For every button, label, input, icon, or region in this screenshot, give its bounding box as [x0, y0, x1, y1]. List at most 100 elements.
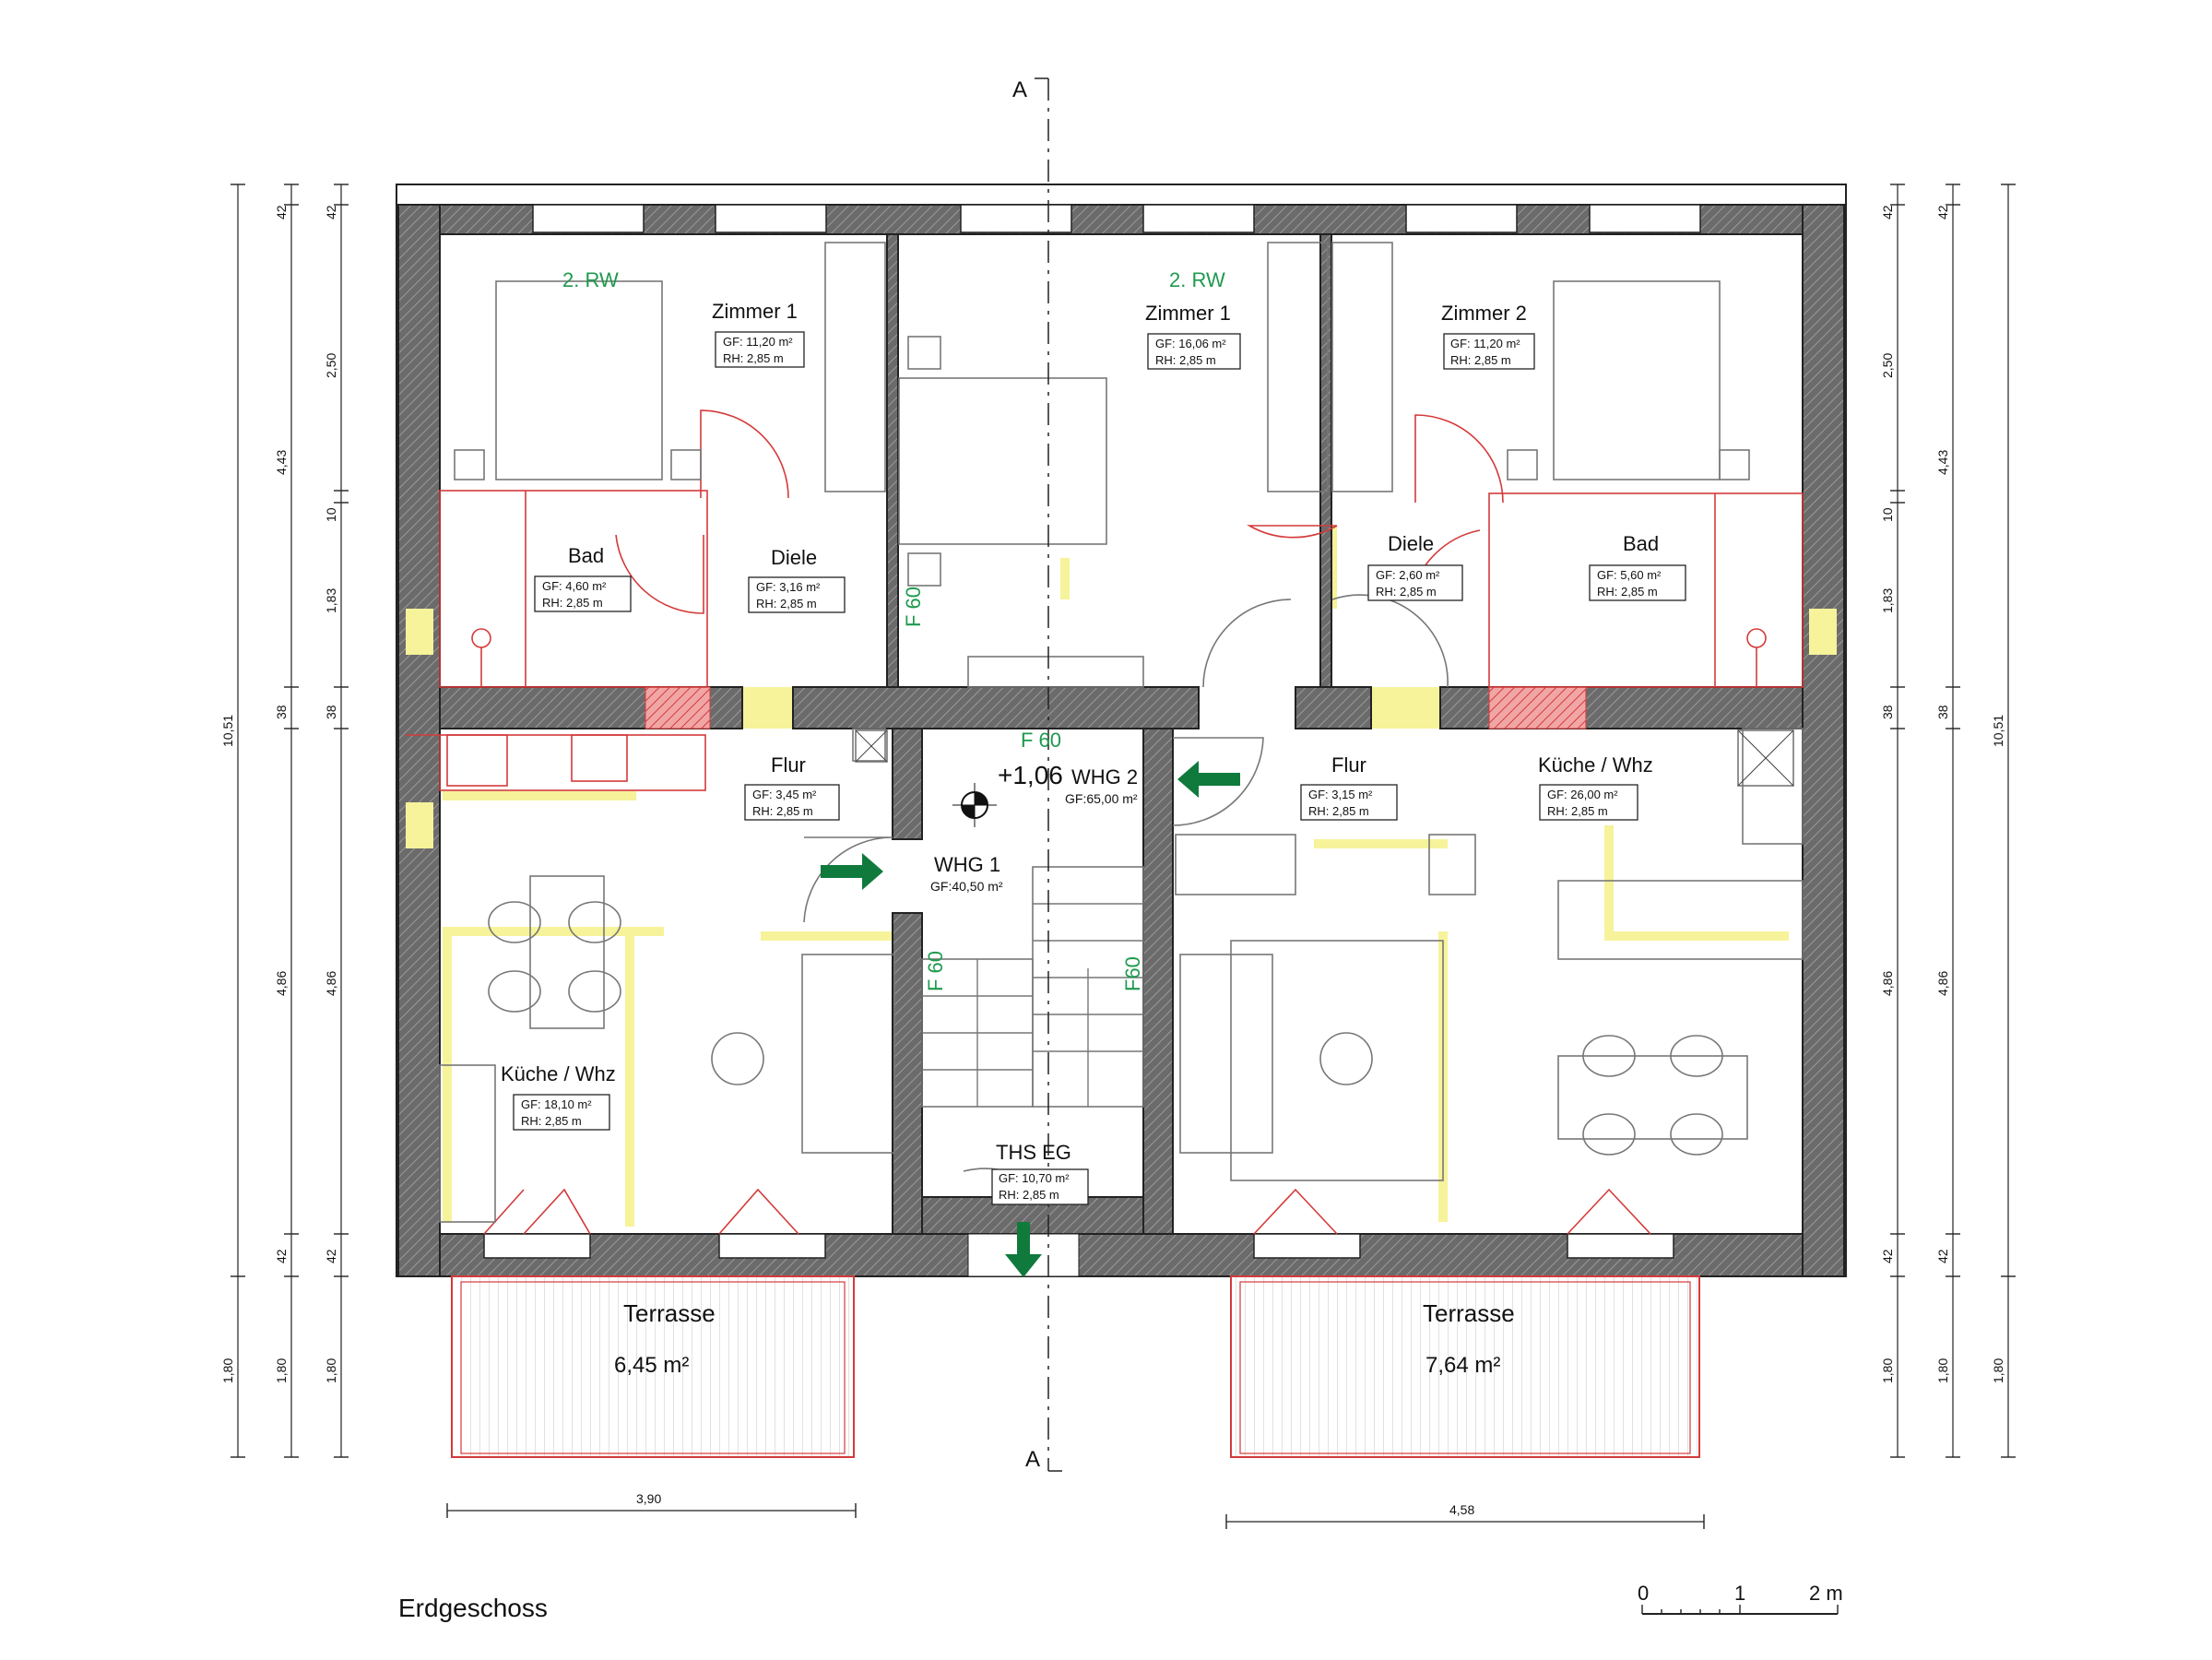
- unit-whg1-area: GF:40,50 m²: [930, 879, 1003, 894]
- dimension-label: 2,50: [1880, 353, 1895, 378]
- dimension-label: 10,51: [220, 715, 235, 747]
- room-height: RH: 2,85 m: [999, 1188, 1059, 1202]
- room-area: GF: 4,60 m²: [542, 579, 607, 593]
- room-name: Zimmer 1: [1145, 302, 1231, 325]
- terrace-area: 7,64 m²: [1425, 1353, 1500, 1378]
- dimension-label: 1,80: [1935, 1358, 1950, 1383]
- f60-label: F 60: [1021, 729, 1061, 752]
- dimension-label: 1,83: [1880, 588, 1895, 613]
- room-name: Zimmer 2: [1441, 302, 1527, 325]
- dimension-chains: 10,51 1,80 42 4,43 38 4,86 42 1,80 42 2,…: [220, 184, 2016, 1529]
- dimension-label: 42: [324, 205, 338, 219]
- level-marker: [952, 783, 997, 827]
- rw-label: 2. RW: [1169, 268, 1225, 291]
- dimension-label: 42: [1935, 205, 1950, 219]
- accessibility-highlights: [443, 526, 1789, 1271]
- section-line-a: A A: [1012, 77, 1062, 1472]
- terraces: [451, 1275, 1700, 1458]
- dimension-label: 1,80: [274, 1358, 289, 1383]
- dimension-label: 1,80: [1880, 1358, 1895, 1383]
- room-area: GF: 26,00 m²: [1547, 788, 1618, 801]
- room-name: Flur: [771, 753, 806, 777]
- escape-route-arrows: [821, 761, 1240, 1277]
- scale-label: 2 m: [1809, 1582, 1843, 1605]
- room-area: GF: 18,10 m²: [521, 1097, 592, 1111]
- dimension-label: 1,80: [324, 1358, 338, 1383]
- dimension-label: 4,43: [1935, 450, 1950, 475]
- dimension-label: 42: [274, 1249, 289, 1263]
- room-name: Diele: [771, 546, 817, 569]
- room-name: Flur: [1331, 753, 1366, 777]
- room-height: RH: 2,85 m: [1155, 353, 1216, 367]
- f60-label: F 60: [924, 951, 947, 991]
- dimension-label: 1,80: [220, 1358, 235, 1383]
- sanitary-fixtures: [406, 409, 1804, 1235]
- section-bottom-label: A: [1025, 1447, 1040, 1472]
- dimension-label: 4,86: [324, 971, 338, 996]
- dimension-label: 10: [1880, 507, 1895, 522]
- dimension-label: 4,58: [1449, 1502, 1474, 1517]
- dimension-label: 42: [1880, 1249, 1895, 1263]
- scale-label: 0: [1638, 1582, 1649, 1605]
- room-height: RH: 2,85 m: [1308, 804, 1369, 818]
- section-top-label: A: [1012, 77, 1027, 102]
- dimension-label: 42: [324, 1249, 338, 1263]
- terrace-name: Terrasse: [623, 1299, 716, 1327]
- dimension-label: 38: [274, 705, 289, 719]
- dimension-label: 2,50: [324, 353, 338, 378]
- dimension-label: 10: [324, 507, 338, 522]
- room-area: GF: 16,06 m²: [1155, 337, 1226, 350]
- room-height: RH: 2,85 m: [756, 597, 817, 611]
- dimension-label: 38: [1935, 705, 1950, 719]
- terrace-name: Terrasse: [1423, 1299, 1515, 1327]
- room-area: GF: 10,70 m²: [999, 1171, 1070, 1185]
- room-name: Zimmer 1: [712, 300, 798, 323]
- room-area: GF: 2,60 m²: [1376, 568, 1440, 582]
- room-name: Bad: [1623, 532, 1659, 555]
- dimension-label: 4,86: [1880, 971, 1895, 996]
- room-height: RH: 2,85 m: [752, 804, 813, 818]
- room-name: THS EG: [996, 1141, 1071, 1164]
- dimension-label: 1,83: [324, 588, 338, 613]
- room-height: RH: 2,85 m: [542, 596, 603, 610]
- terrace-area: 6,45 m²: [614, 1353, 689, 1378]
- dimension-label: 4,86: [274, 971, 289, 996]
- room-name: Bad: [568, 544, 604, 567]
- unit-whg1-name: WHG 1: [934, 853, 1000, 876]
- room-height: RH: 2,85 m: [1597, 585, 1658, 599]
- dimension-label: 4,86: [1935, 971, 1950, 996]
- room-area: GF: 11,20 m²: [1450, 337, 1520, 350]
- room-area: GF: 3,15 m²: [1308, 788, 1373, 801]
- room-height: RH: 2,85 m: [1450, 353, 1511, 367]
- room-name: Diele: [1388, 532, 1434, 555]
- dimension-label: 42: [1935, 1249, 1950, 1263]
- dimension-label: 38: [324, 705, 338, 719]
- dimension-label: 38: [1880, 705, 1895, 719]
- dimension-label: 1,80: [1991, 1358, 2005, 1383]
- room-name: Küche / Whz: [501, 1062, 616, 1085]
- scale-label: 1: [1734, 1582, 1745, 1605]
- room-area: GF: 5,60 m²: [1597, 568, 1662, 582]
- dimension-label: 42: [1880, 205, 1895, 219]
- dimension-label: 3,90: [636, 1491, 661, 1506]
- room-height: RH: 2,85 m: [521, 1114, 582, 1128]
- f60-label: F60: [1121, 956, 1144, 991]
- unit-whg2-area: GF:65,00 m²: [1065, 791, 1138, 806]
- unit-whg2-name: WHG 2: [1071, 765, 1138, 788]
- terrace-labels: Terrasse 6,45 m² Terrasse 7,64 m²: [614, 1299, 1515, 1378]
- room-labels: Zimmer 1 GF: 11,20 m² RH: 2,85 m Zimmer …: [501, 300, 1686, 1205]
- dimension-label: 42: [274, 205, 289, 219]
- level-value: +1,06: [998, 761, 1063, 789]
- drawing-title: Erdgeschoss: [398, 1594, 548, 1622]
- scale-bar: 0 1 2 m: [1638, 1582, 1843, 1615]
- room-height: RH: 2,85 m: [1376, 585, 1437, 599]
- room-height: RH: 2,85 m: [723, 351, 784, 365]
- room-area: GF: 3,45 m²: [752, 788, 817, 801]
- walls: [396, 184, 1847, 1277]
- unit-labels: +1,06 WHG 2 GF:65,00 m² WHG 1 GF:40,50 m…: [930, 761, 1138, 894]
- room-name: Küche / Whz: [1538, 753, 1653, 777]
- room-height: RH: 2,85 m: [1547, 804, 1608, 818]
- room-area: GF: 11,20 m²: [723, 335, 793, 349]
- dimension-label: 4,43: [274, 450, 289, 475]
